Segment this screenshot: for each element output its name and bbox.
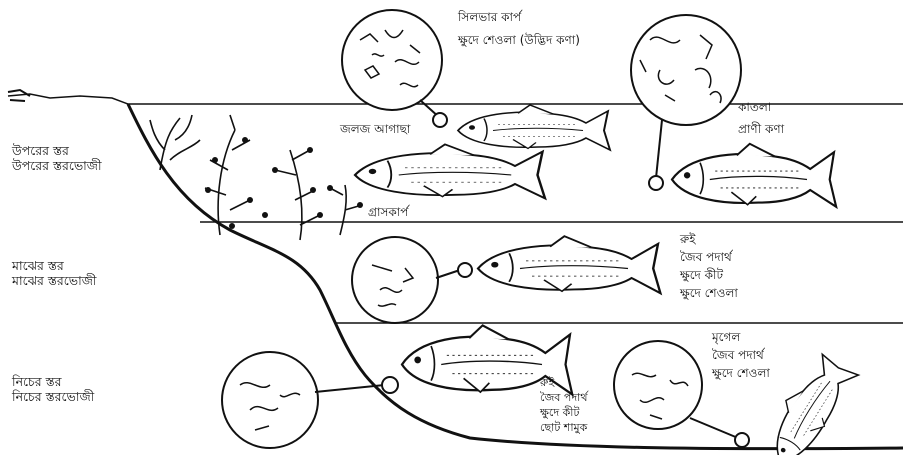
bottom-layer-name: নিচের স্তর [12,374,94,389]
mrigal-name: মৃগেল [712,330,770,344]
middle-layer-name: মাঝের স্তর [12,258,96,273]
silver-carp-fish [458,105,610,150]
kalibaus-food-circle [222,352,318,448]
rui-name: রুই [680,232,738,246]
silver-carp-food-circle [342,10,442,110]
mrigal-food-1: জৈব পদার্থ [712,348,770,362]
grass-carp-fish [355,144,545,198]
rui-food-3: ক্ষুদে শেওলা [680,286,738,300]
top-layer-name: উপরের স্তর [12,143,102,158]
catla-fish [672,144,836,207]
kalibaus-food-4: ছোট শামুক [540,421,587,434]
mrigal-label: মৃগেল জৈব পদার্থ ক্ষুদে শেওলা [712,330,770,380]
mrigal-fish [757,350,858,455]
top-layer-feeders: উপরের স্তরভোজী [12,158,102,173]
rui-food-circle [352,237,438,323]
kalibaus-food-1: রুই [540,376,587,389]
middle-layer-label: মাঝের স্তর মাঝের স্তরভোজী [12,258,96,288]
water-weed-label: জলজ আগাছা [340,122,410,136]
catla-label: কাতলা প্রাণী কণা [738,100,784,136]
rui-food-1: জৈব পদার্থ [680,250,738,264]
silver-carp-label: সিলভার কার্প ক্ষুদে শেওলা (উদ্ভিদ কণা) [458,10,580,47]
middle-layer-feeders: মাঝের স্তরভোজী [12,273,96,288]
bottom-layer-label: নিচের স্তর নিচের স্তরভোজী [12,374,94,404]
rui-food-2: ক্ষুদে কীট [680,268,738,282]
top-layer-label: উপরের স্তর উপরের স্তরভোজী [12,143,102,173]
kalibaus-label: রুই জৈব পদার্থ ক্ষুদে কীট ছোট শামুক [540,376,587,434]
catla-food-circle [631,15,741,125]
kalibaus-food-3: ক্ষুদে কীট [540,406,587,419]
catla-name: কাতলা [738,100,784,114]
catla-food: প্রাণী কণা [738,122,784,136]
mrigal-food-circle [614,341,702,429]
mrigal-food-2: ক্ষুদে শেওলা [712,366,770,380]
grass-carp-label: গ্রাসকার্প [368,205,408,219]
kalibaus-food-2: জৈব পদার্থ [540,391,587,404]
bottom-layer-feeders: নিচের স্তরভোজী [12,389,94,404]
silver-carp-food: ক্ষুদে শেওলা (উদ্ভিদ কণা) [458,33,580,47]
rui-fish [478,236,660,293]
rui-label: রুই জৈব পদার্থ ক্ষুদে কীট ক্ষুদে শেওলা [680,232,738,300]
weed-leaves [205,137,363,229]
silver-carp-name: সিলভার কার্প [458,10,580,24]
